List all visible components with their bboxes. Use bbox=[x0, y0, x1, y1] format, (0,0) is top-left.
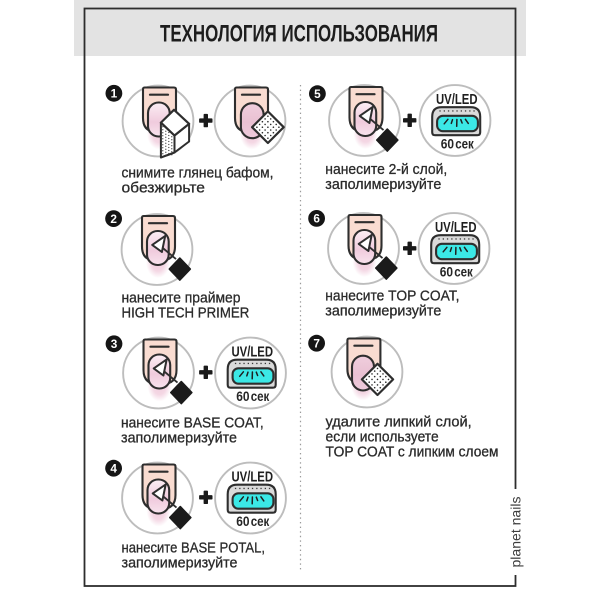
svg-text:60: 60 bbox=[236, 389, 249, 404]
svg-text:ТЕХНОЛОГИЯ ИСПОЛЬЗОВАНИЯ: ТЕХНОЛОГИЯ ИСПОЛЬЗОВАНИЯ bbox=[160, 20, 438, 47]
svg-text:заполимеризуйте: заполимеризуйте bbox=[325, 303, 441, 319]
svg-text:нанесите BASE COAT,: нанесите BASE COAT, bbox=[121, 415, 264, 431]
svg-text:удалите липкий слой,: удалите липкий слой, bbox=[326, 415, 472, 431]
svg-text:TOP COAT с липким слоем: TOP COAT с липким слоем bbox=[326, 445, 499, 461]
svg-text:заполимеризуйте: заполимеризуйте bbox=[122, 555, 238, 571]
svg-text:60: 60 bbox=[441, 137, 454, 152]
svg-text:нанесите 2-й слой,: нанесите 2-й слой, bbox=[325, 162, 447, 178]
svg-text:UV/LED: UV/LED bbox=[435, 220, 477, 236]
svg-text:6: 6 bbox=[313, 212, 320, 226]
svg-text:нанесите BASE POTAL,: нанесите BASE POTAL, bbox=[122, 540, 266, 556]
svg-text:60: 60 bbox=[236, 514, 249, 529]
svg-text:сек: сек bbox=[455, 137, 474, 152]
svg-text:5: 5 bbox=[314, 87, 321, 101]
svg-text:нанесите TOP COAT,: нанесите TOP COAT, bbox=[325, 288, 459, 304]
svg-text:4: 4 bbox=[110, 461, 117, 475]
svg-text:заполимеризуйте: заполимеризуйте bbox=[325, 177, 441, 193]
svg-text:UV/LED: UV/LED bbox=[232, 345, 274, 361]
svg-text:обезжирьте: обезжирьте bbox=[122, 180, 205, 196]
svg-text:если используете: если используете bbox=[326, 430, 439, 446]
svg-text:сек: сек bbox=[454, 265, 473, 280]
svg-text:UV/LED: UV/LED bbox=[232, 470, 274, 486]
svg-text:сек: сек bbox=[251, 514, 270, 529]
svg-text:3: 3 bbox=[111, 337, 118, 351]
svg-text:60: 60 bbox=[440, 265, 453, 280]
svg-text:UV/LED: UV/LED bbox=[436, 92, 478, 108]
svg-text:HIGH TECH PRIMER: HIGH TECH PRIMER bbox=[122, 305, 250, 321]
svg-text:planet nails: planet nails bbox=[509, 496, 524, 567]
svg-text:7: 7 bbox=[313, 336, 320, 350]
svg-text:сек: сек bbox=[251, 389, 270, 404]
svg-text:заполимеризуйте: заполимеризуйте bbox=[121, 430, 237, 446]
svg-text:снимите глянец бафом,: снимите глянец бафом, bbox=[122, 165, 274, 181]
svg-text:1: 1 bbox=[111, 87, 118, 101]
svg-text:нанесите праймер: нанесите праймер bbox=[122, 290, 241, 306]
svg-text:2: 2 bbox=[110, 212, 117, 226]
